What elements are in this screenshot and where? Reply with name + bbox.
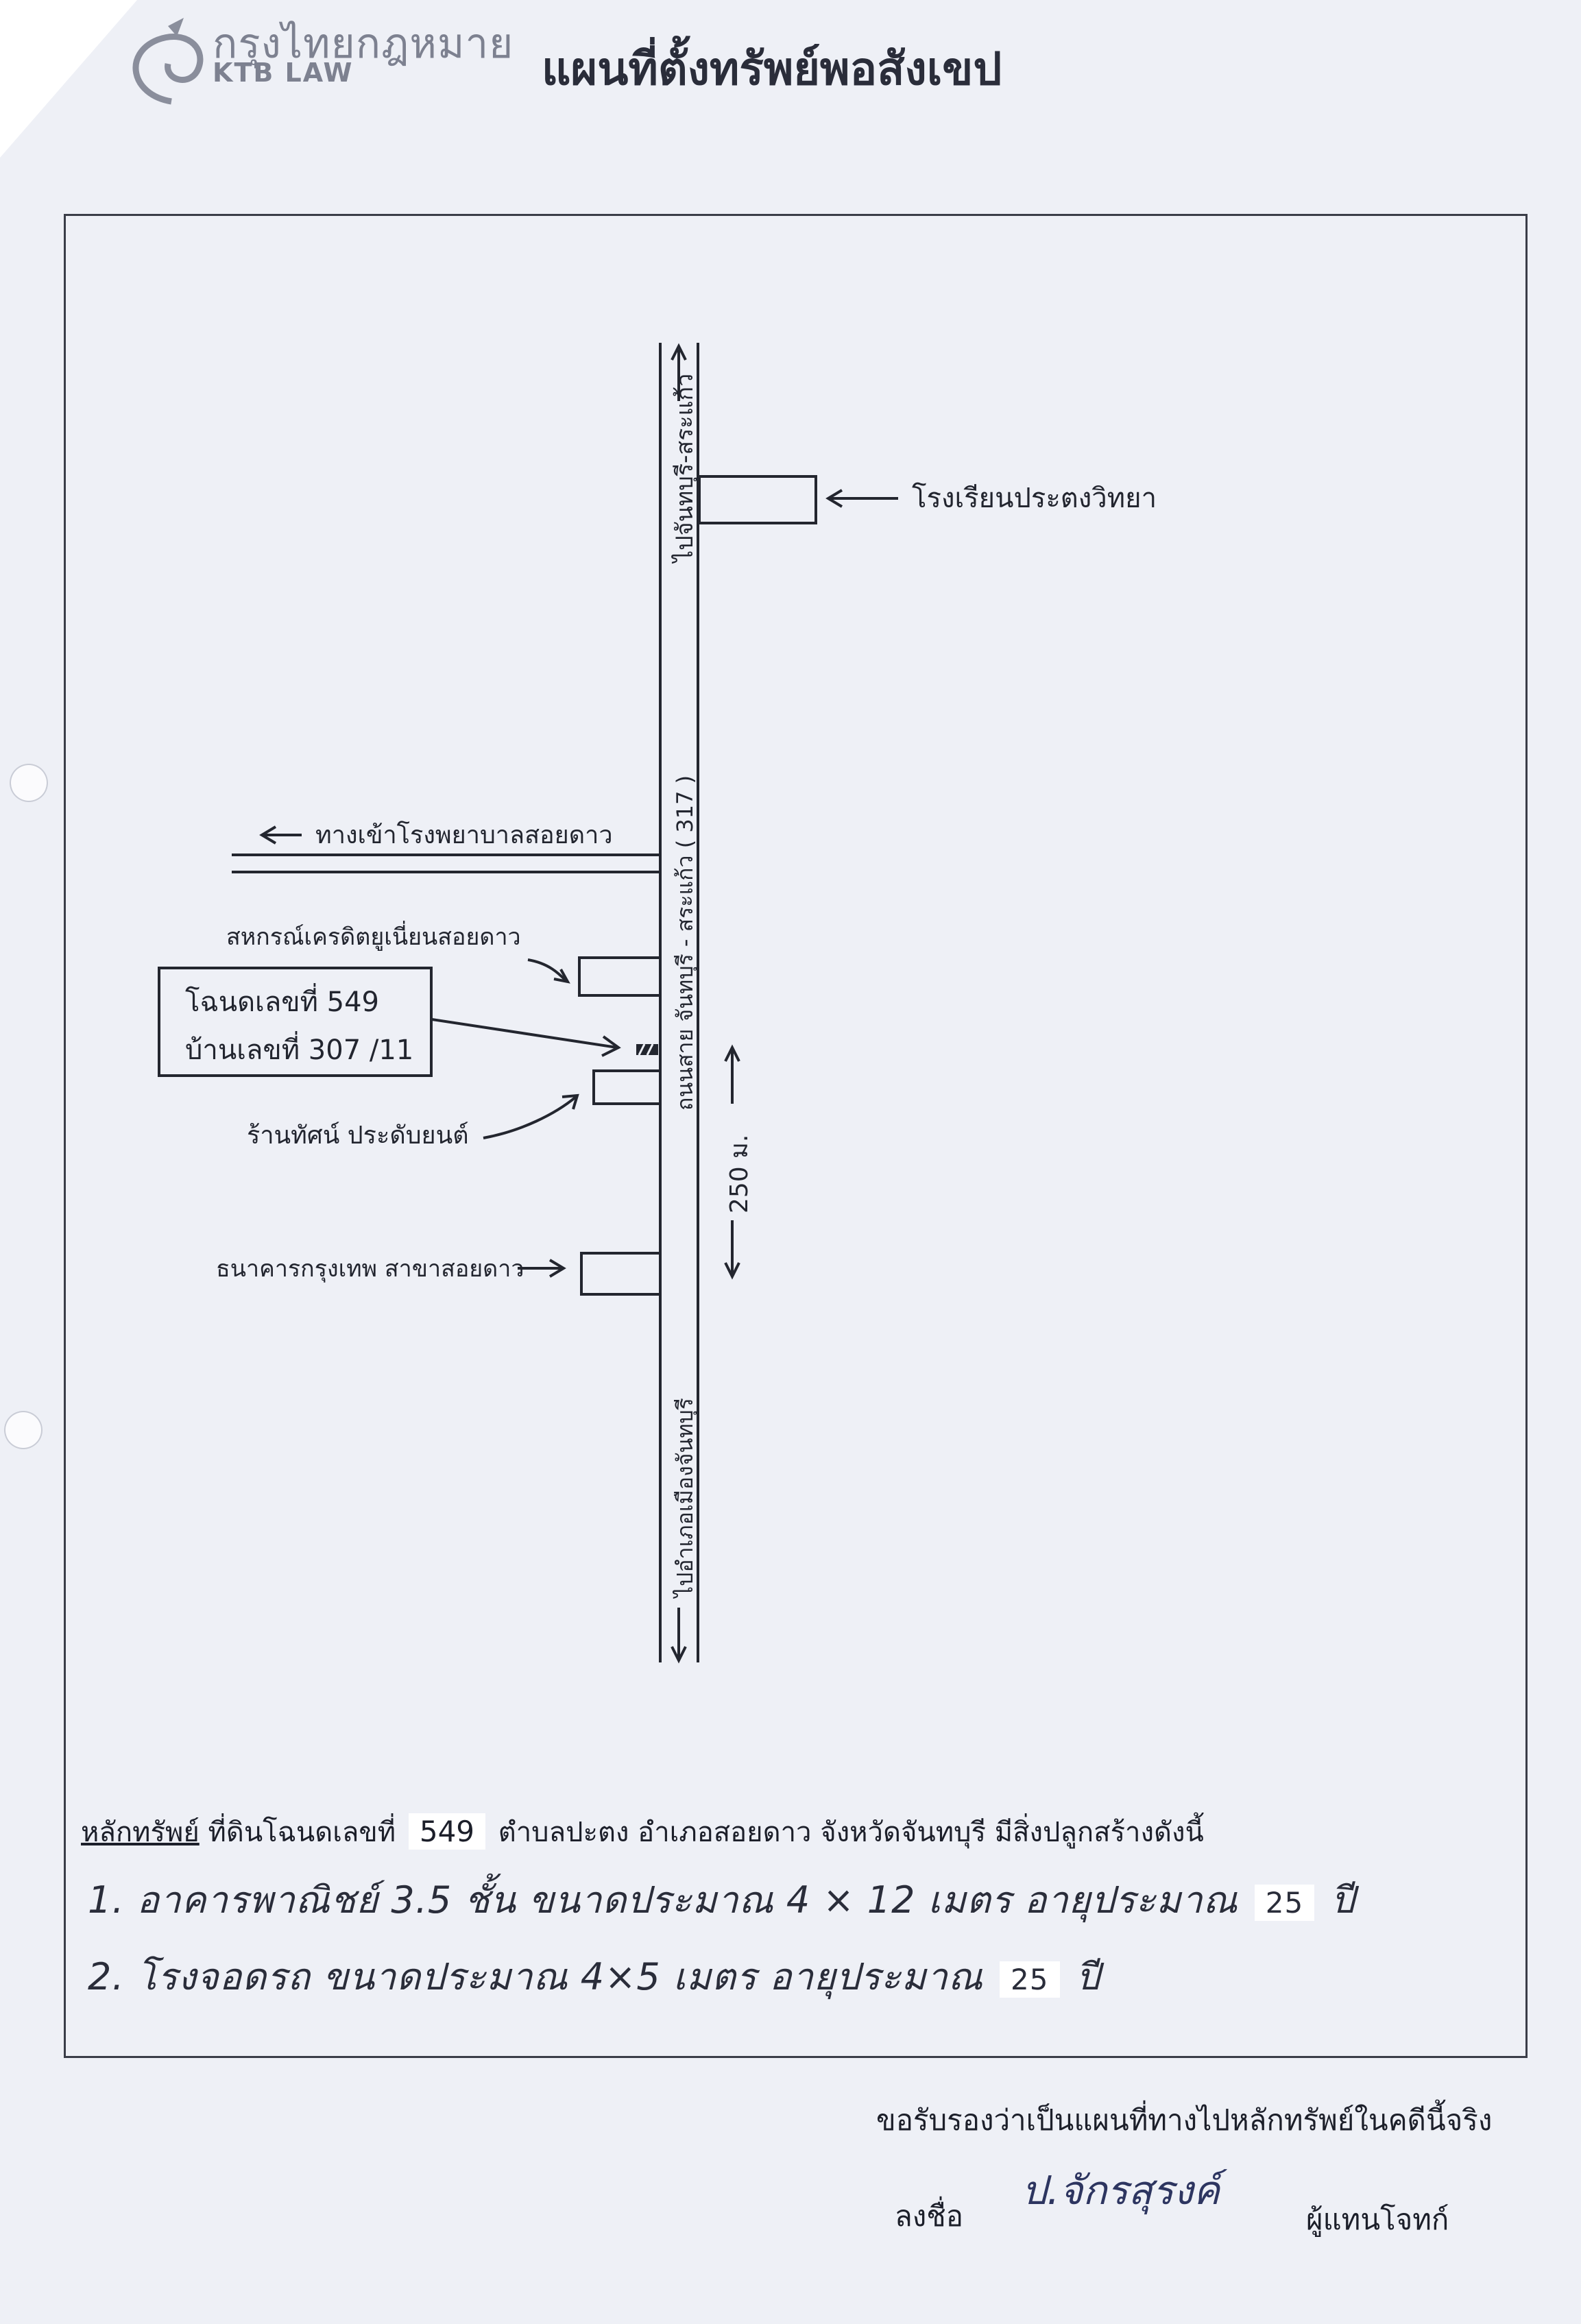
item-2-text: 2. โรงจอดรถ ขนาดประมาณ 4×5 เมตร อายุประม… (88, 1955, 983, 1998)
item-2-age: 25 (1000, 1961, 1060, 1998)
road-north-label: ไปจันทบุรี-สระแก้ว (671, 374, 699, 564)
map-frame (64, 214, 1528, 2058)
punch-hole-top (10, 764, 48, 802)
logo-english-text: KTB LAW (213, 58, 354, 88)
caption-text-after: ตำบลปะตง อำเภอสอยดาว จังหวัดจันทบุรี มีส… (498, 1817, 1204, 1848)
signature: ป.จักรสุรงค์ (1022, 2167, 1220, 2214)
signer-role: ผู้แทนโจทก์ (1306, 2203, 1449, 2236)
deed-box (158, 967, 433, 1077)
distance-label: 250 ม. (725, 1135, 753, 1213)
location-map: ไปจันทบุรี-สระแก้ว ถนนสาย จันทบุรี - สระ… (158, 343, 1157, 1664)
coop-building (578, 956, 662, 997)
certification-text: ขอรับรองว่าเป็นแผนที่ทางไปหลักทรัพย์ในคด… (876, 2103, 1493, 2137)
side-road-label: ทางเข้าโรงพยาบาลสอยดาว (315, 821, 613, 849)
item-2-unit: ปี (1076, 1955, 1100, 1998)
caption-deed-number: 549 (408, 1813, 486, 1850)
torn-corner (0, 0, 137, 158)
sign-label: ลงชื่อ (895, 2199, 963, 2233)
caption-heading: หลักทรัพย์ (81, 1817, 200, 1848)
property-marker (636, 1043, 658, 1056)
bank-label: ธนาคารกรุงเทพ สาขาสอยดาว (216, 1255, 524, 1283)
road-south-label: ไปอำเภอเมืองจันทบุรี (672, 1398, 699, 1599)
item-2-line: 2. โรงจอดรถ ขนาดประมาณ 4×5 เมตร อายุประม… (88, 1947, 1100, 2006)
logo-thai-text: กรุงไทยกฎหมาย (213, 20, 514, 68)
caption-text-before: ที่ดินโฉนดเลขที่ (208, 1817, 396, 1848)
coop-label: สหกรณ์เครดิตยูเนี่ยนสอยดาว (226, 921, 521, 951)
shop-building (592, 1069, 662, 1105)
item-1-unit: ปี (1331, 1878, 1355, 1922)
page-title: แผนที่ตั้งทรัพย์พอสังเขป (542, 43, 1002, 95)
item-1-age: 25 (1254, 1885, 1315, 1921)
school-label: โรงเรียนประตงวิทยา (912, 483, 1157, 514)
property-caption: หลักทรัพย์ ที่ดินโฉนดเลขที่ 549 ตำบลปะตง… (81, 1810, 1204, 1854)
shop-label: ร้านทัศน์ ประดับยนต์ (247, 1122, 469, 1150)
item-1-line: 1. อาคารพาณิชย์ 3.5 ชั้น ขนาดประมาณ 4 × … (88, 1870, 1355, 1929)
school-building (698, 475, 817, 524)
ktb-logo-icon (132, 18, 204, 105)
punch-hole-bottom (4, 1411, 43, 1449)
deed-line-1: โฉนดเลขที่ 549 (185, 983, 379, 1018)
road-main-label: ถนนสาย จันทบุรี - สระแก้ว ( 317 ) (672, 775, 699, 1111)
bank-building (580, 1252, 662, 1296)
deed-line-2: บ้านเลขที่ 307 /11 (185, 1031, 413, 1066)
item-1-text: 1. อาคารพาณิชย์ 3.5 ชั้น ขนาดประมาณ 4 × … (88, 1878, 1238, 1922)
